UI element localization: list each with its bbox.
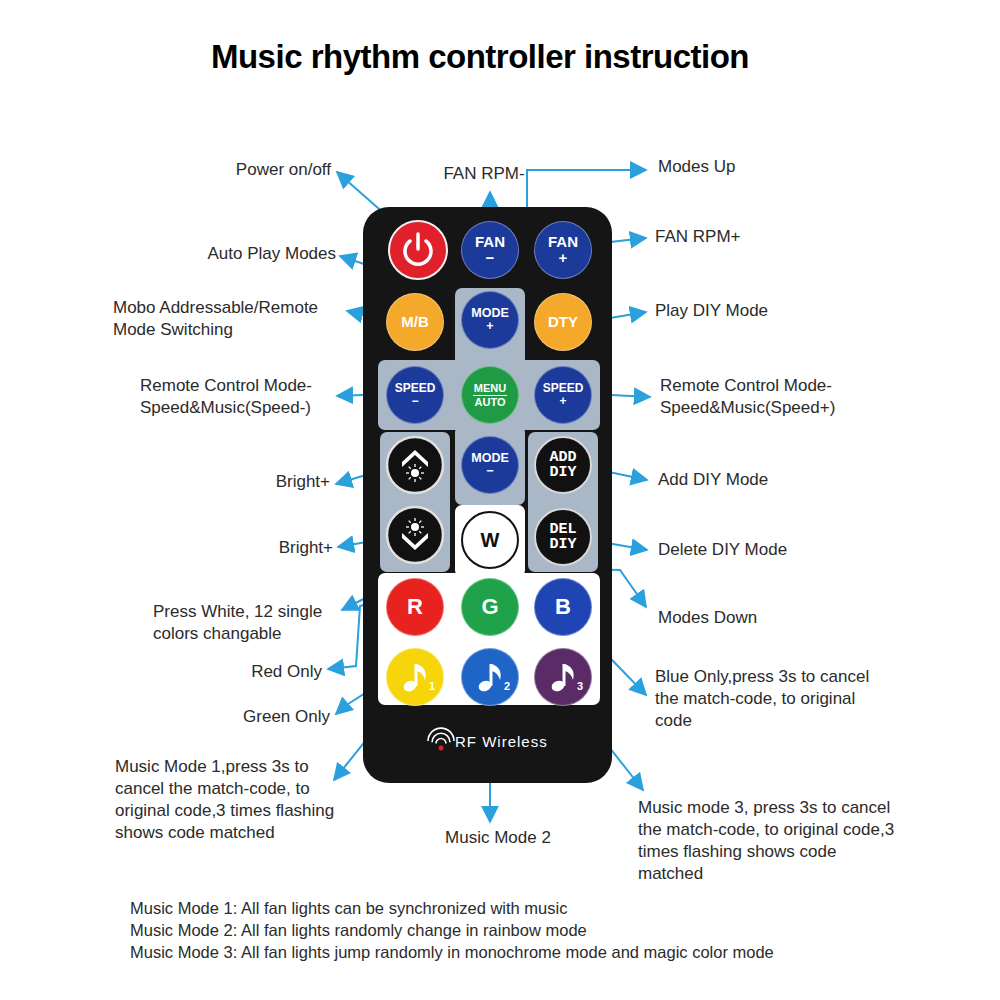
- note-text: Music Mode 3: All fan lights jump random…: [130, 941, 970, 963]
- remote-button: W: [461, 511, 519, 569]
- remote-button: SPEED +: [534, 366, 592, 424]
- button-text: FAN −: [473, 234, 507, 266]
- button-text: M/B: [392, 314, 438, 330]
- callout-label: Play DIY Mode: [655, 300, 835, 322]
- callout-label: Music Mode 1,press 3s to cancel the matc…: [115, 756, 347, 844]
- button-panel: [380, 432, 450, 572]
- callout-label: Blue Only,press 3s to cancel the match-c…: [655, 666, 870, 732]
- remote-button: B: [534, 578, 592, 636]
- button-text: 3: [577, 681, 583, 693]
- bright-button: [387, 507, 443, 563]
- button-text: SPEED −: [392, 382, 438, 407]
- button-text: G: [470, 595, 510, 618]
- callout-label: Bright+: [223, 537, 333, 559]
- title: Music rhythm controller instruction: [211, 38, 749, 76]
- button-panel: [378, 360, 600, 430]
- note-icon: [534, 648, 592, 706]
- remote-button: R: [386, 578, 444, 636]
- remote-button: MODE +: [461, 291, 519, 349]
- callout-label: Auto Play Modes: [156, 243, 336, 265]
- button-text: W: [470, 530, 510, 551]
- callout-label: Remote Control Mode- Speed&Music(Speed+): [660, 375, 875, 419]
- button-text: DEL DIY: [545, 522, 581, 552]
- button-panel: [378, 573, 600, 705]
- button-text: MODE −: [470, 452, 510, 478]
- button-panel: [528, 432, 598, 572]
- remote-button: M/B: [386, 293, 444, 351]
- remote-button: G: [461, 578, 519, 636]
- remote-button: 1: [386, 648, 444, 706]
- note-text: Music Mode 1: All fan lights can be sync…: [130, 897, 950, 919]
- remote-button: 2: [461, 648, 519, 706]
- button-text: DTY: [540, 314, 586, 330]
- button-text: B: [543, 595, 583, 618]
- remote-button: ADD DIY: [534, 436, 592, 494]
- brand-text: RF Wireless: [455, 734, 548, 750]
- remote-button: DTY: [534, 293, 592, 351]
- button-text: SPEED +: [540, 382, 586, 407]
- button-panel: [455, 425, 525, 505]
- callout-label: Red Only: [202, 661, 322, 683]
- remote-button: MODE −: [461, 436, 519, 494]
- callout-label: Bright+: [220, 471, 330, 493]
- callout-label: FAN RPM+: [655, 226, 805, 248]
- remote-button: SPEED −: [386, 366, 444, 424]
- button-panel: [455, 288, 525, 368]
- callout-label: Remote Control Mode- Speed&Music(Speed-): [140, 375, 340, 419]
- callout-label: Add DIY Mode: [658, 469, 818, 491]
- callout-label: Music mode 3, press 3s to cancel the mat…: [638, 797, 900, 885]
- note-text: Music Mode 2: All fan lights randomly ch…: [130, 919, 950, 941]
- callout-label: FAN RPM-: [424, 163, 544, 185]
- button-text: 1: [429, 681, 435, 693]
- callout-label: Music Mode 2: [418, 827, 578, 849]
- button-text: 2: [504, 681, 510, 693]
- note-icon: [461, 648, 519, 706]
- note-icon: [386, 648, 444, 706]
- bright-button: [387, 437, 443, 493]
- remote-button: DEL DIY: [534, 508, 592, 566]
- button-text: ADD DIY: [545, 450, 581, 480]
- rf-icon: [428, 728, 454, 750]
- button-text: FAN +: [546, 234, 580, 266]
- callout-label: Modes Down: [658, 607, 808, 629]
- remote-button: FAN −: [461, 221, 519, 279]
- button-text: MENU AUTO: [470, 381, 510, 410]
- callout-label: Modes Up: [658, 156, 808, 178]
- remote-button: FAN +: [534, 221, 592, 279]
- remote-body: RF Wireless FAN − FAN + M/B MODE + DTY SPEED −…: [363, 207, 612, 783]
- button-text: R: [395, 595, 435, 618]
- callout-label: Power on/off: [171, 159, 331, 181]
- callout-label: Green Only: [200, 706, 330, 728]
- remote-button: 3: [534, 648, 592, 706]
- button-text: MODE +: [470, 307, 510, 333]
- button-panel: [455, 505, 525, 577]
- callout-label: Delete DIY Mode: [658, 539, 828, 561]
- remote-button: MENU AUTO: [461, 366, 519, 424]
- power-button: [389, 221, 447, 279]
- callout-label: Mobo Addressable/Remote Mode Switching: [113, 297, 358, 341]
- callout-label: Press White, 12 single colors changable: [153, 601, 353, 645]
